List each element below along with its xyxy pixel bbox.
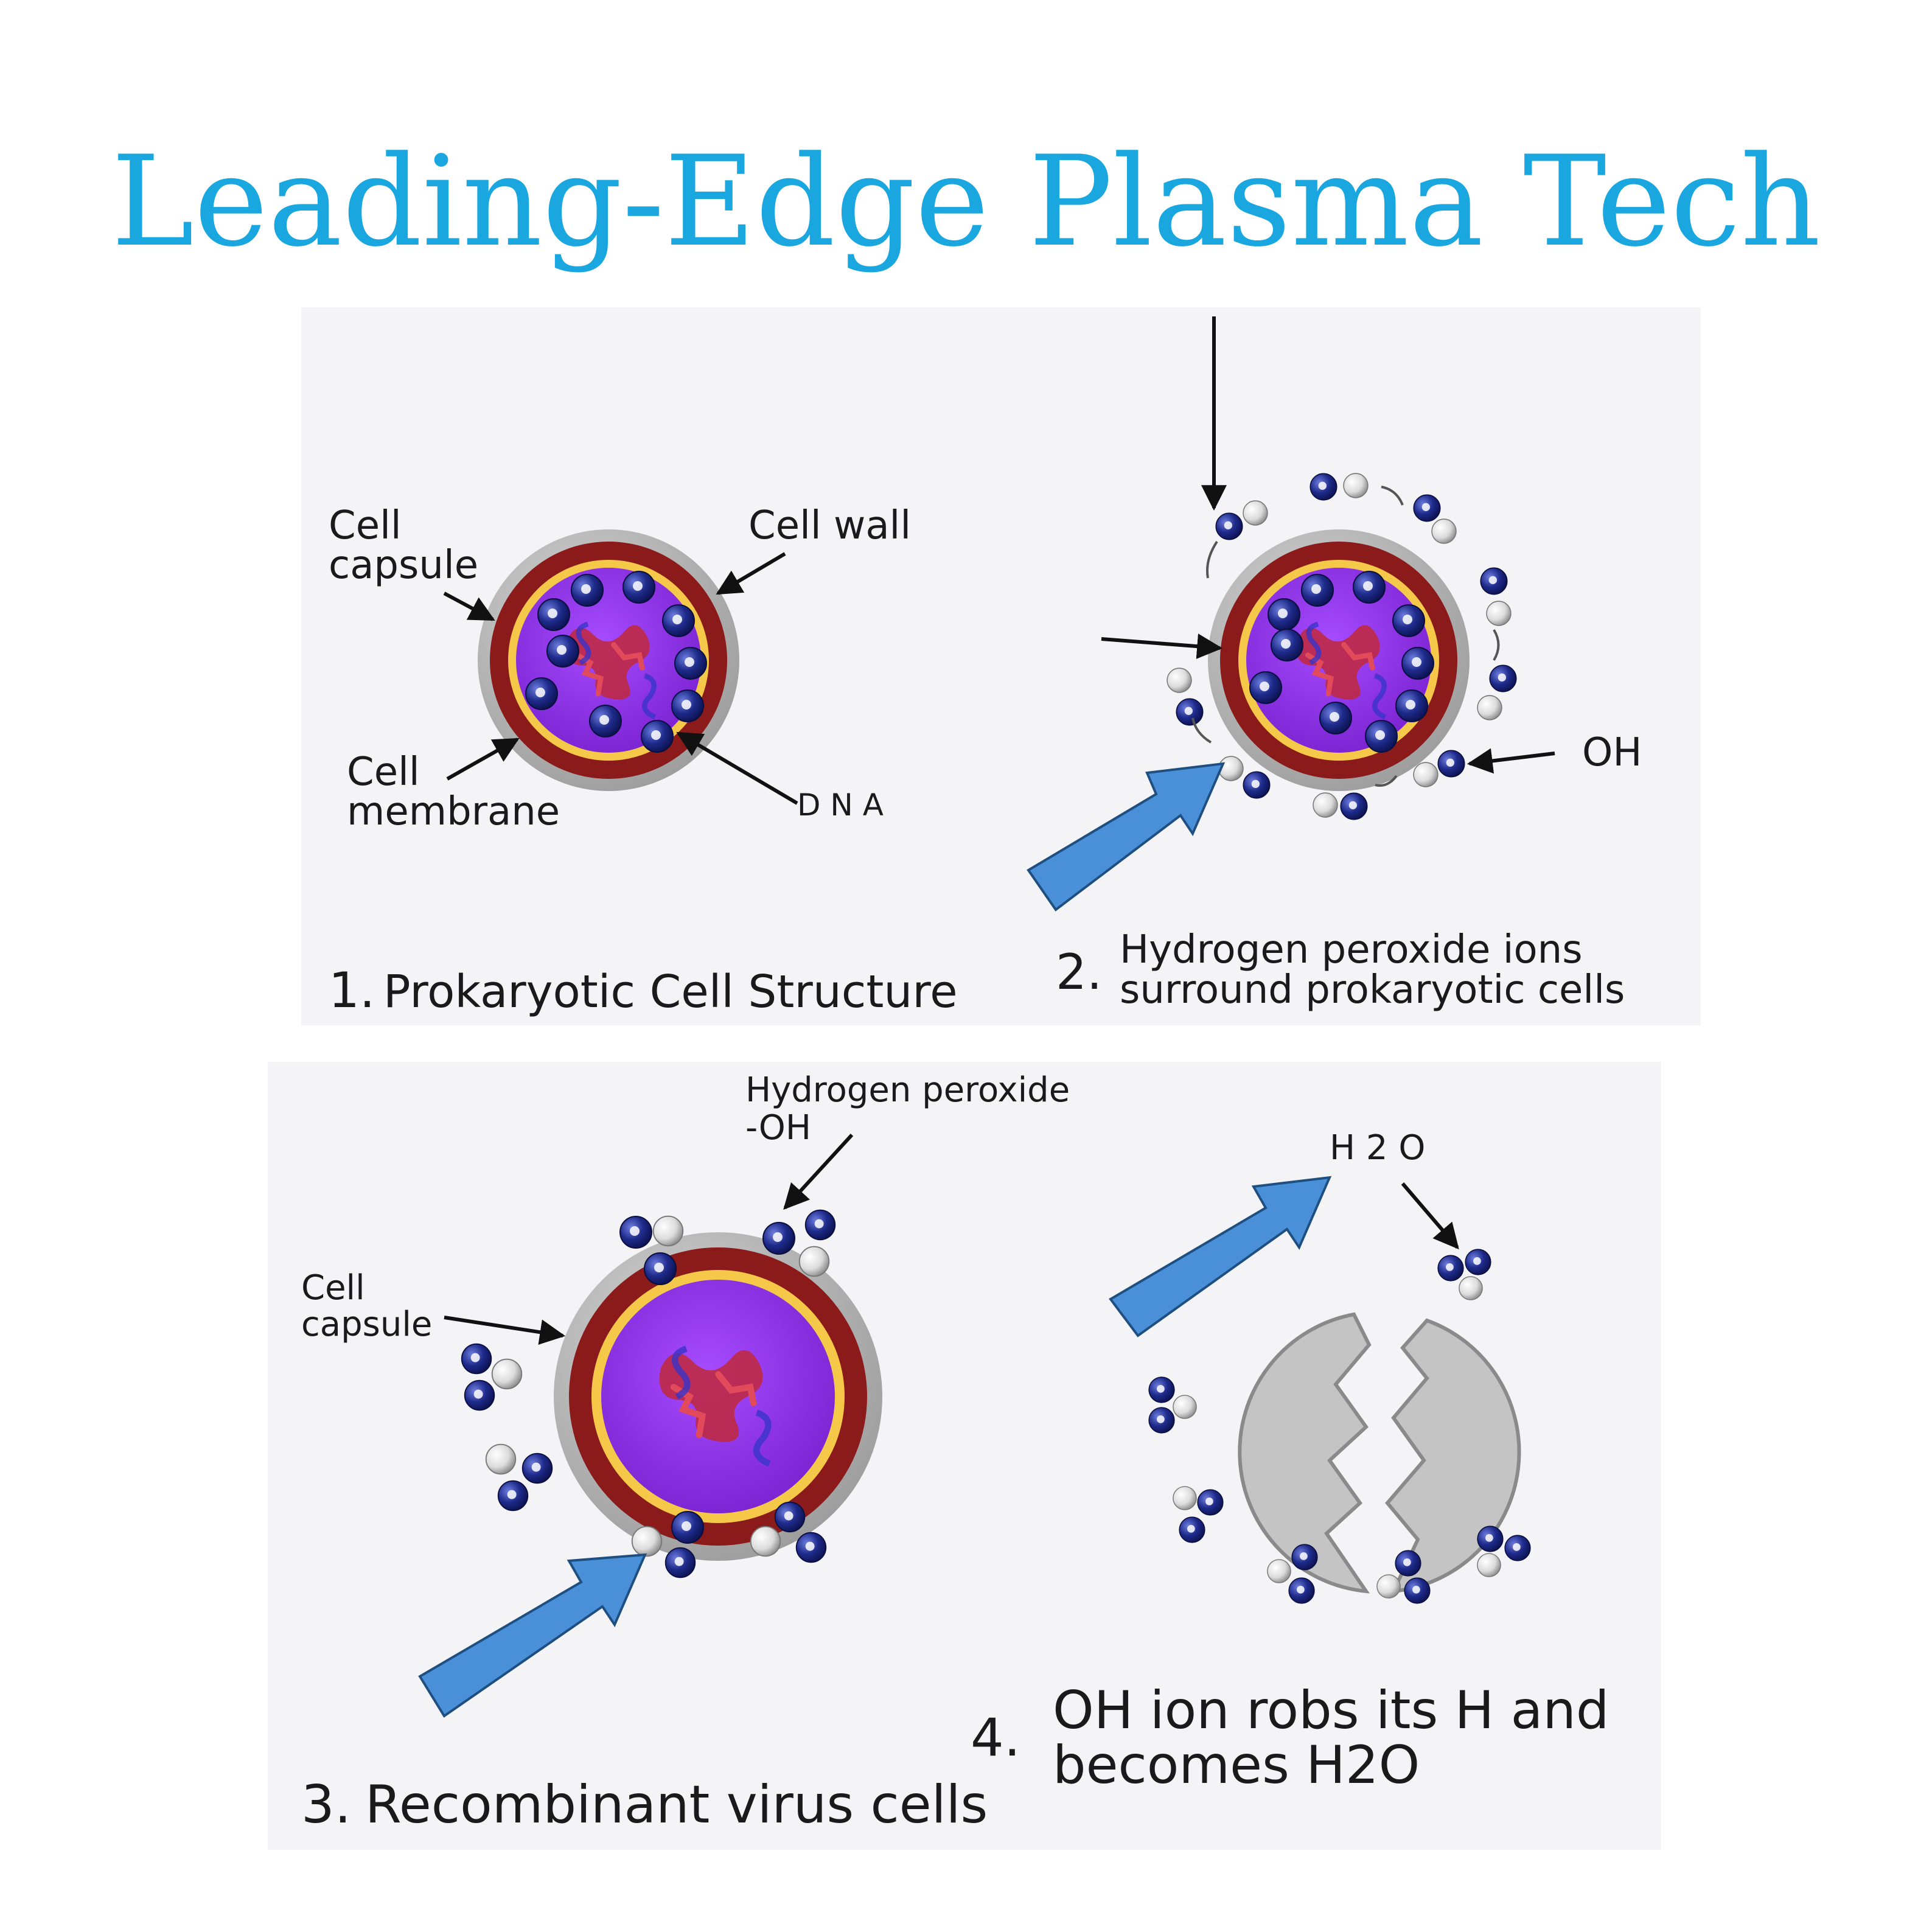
panel-3-number: 3. [301, 1774, 351, 1835]
panel-3-caption: Recombinant virus cells [365, 1774, 988, 1835]
panel-2-number: 2. [1056, 944, 1102, 1000]
panel-2: OH 2. Hydrogen peroxide ions surround pr… [1027, 316, 1642, 1013]
panel-1-number: 1. [329, 962, 375, 1019]
label-cell-membrane-line1: Cell [347, 750, 420, 795]
pointer-arrows [444, 1133, 854, 1345]
panel-2-caption-line2: surround prokaryotic cells [1120, 968, 1625, 1013]
blue-arrow [1109, 1176, 1332, 1337]
cell-fragment-left [1238, 1312, 1372, 1594]
label-cell-wall: Cell wall [748, 503, 911, 548]
label-cell-capsule-line1: Cell [301, 1268, 365, 1308]
pointer-arrows [443, 552, 798, 805]
panel-4-number: 4. [971, 1707, 1020, 1768]
cell-3 [554, 1232, 882, 1561]
label-dna: D N A [797, 787, 884, 823]
pointer-arrows [1101, 316, 1555, 774]
label-cell-capsule-line1: Cell [329, 503, 402, 548]
surrounding-oh-ions [1167, 473, 1517, 820]
panel-2-caption-line1: Hydrogen peroxide ions [1120, 927, 1583, 972]
label-hydrogen-peroxide-line1: Hydrogen peroxide [745, 1070, 1070, 1110]
label-oh: OH [1582, 730, 1642, 775]
panel-4-caption-line1: OH ion robs its H and [1053, 1680, 1609, 1741]
broken-cell [1238, 1312, 1521, 1594]
label-h2o: H 2 O [1330, 1128, 1425, 1168]
label-cell-capsule-line2: capsule [301, 1305, 432, 1344]
blue-arrow [1027, 762, 1226, 912]
panel-3: Hydrogen peroxide -OH Cell capsule 3. Re… [301, 1070, 1070, 1835]
label-cell-membrane-line2: membrane [347, 789, 560, 834]
panel-4-caption-line2: becomes H2O [1053, 1735, 1420, 1796]
panel-1: Cell capsule Cell wall Cell membrane D N… [329, 503, 958, 1019]
blue-arrow [418, 1553, 647, 1718]
label-hydrogen-peroxide-line2: -OH [745, 1108, 811, 1148]
pointer-arrow [1401, 1182, 1459, 1250]
panel-4: H 2 O 4. OH ion robs its H and becomes H… [971, 1128, 1609, 1796]
label-cell-capsule-line2: capsule [329, 543, 478, 588]
page-title: Leading-Edge Plasma Tech [111, 130, 1821, 274]
panel-1-caption: Prokaryotic Cell Structure [383, 966, 958, 1018]
